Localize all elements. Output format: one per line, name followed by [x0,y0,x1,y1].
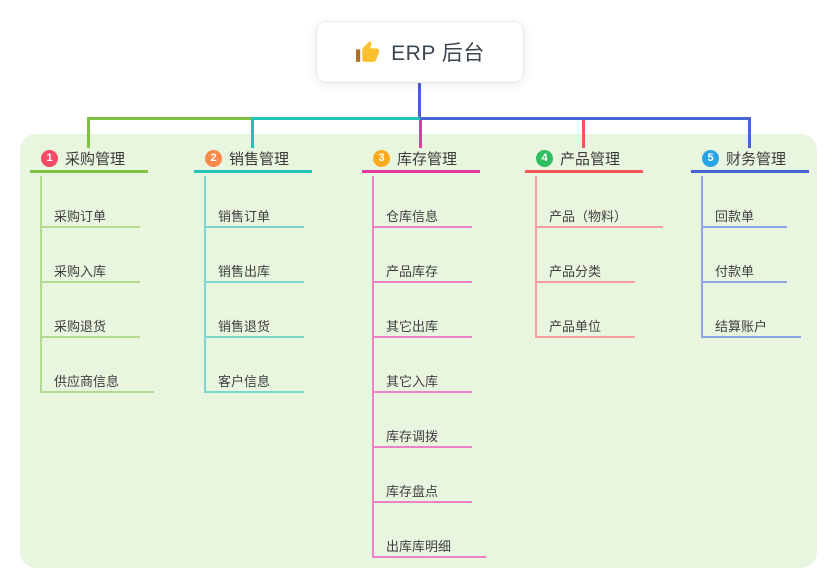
priority-number: 2 [210,152,217,164]
branch-drop-line [419,120,422,148]
branch-item-label: 采购退货 [54,319,107,335]
root-node[interactable]: ERP 后台 [317,22,523,82]
branch-title: 产品管理 [560,151,621,168]
branch-item-label: 供应商信息 [54,374,120,390]
branch-header[interactable]: 5 财务管理 [691,147,809,173]
branch-item[interactable]: 库存盘点 [372,479,472,503]
branch-item[interactable]: 其它出库 [372,314,472,338]
branch-item-label: 采购入库 [54,264,107,280]
branch-item[interactable]: 采购订单 [40,204,140,228]
branch-vertical-line [204,176,206,393]
branch-drop-line [748,117,751,148]
priority-number: 5 [707,152,714,164]
branch-item-label: 销售订单 [218,209,271,225]
branch-drop-line [251,117,254,148]
branch-item-label: 销售退货 [218,319,271,335]
branch-item[interactable]: 客户信息 [204,369,304,393]
mindmap-panel [20,134,817,568]
branch-item-label: 销售出库 [218,264,271,280]
branch-item-label: 产品（物料） [549,209,628,225]
branch-item-label: 仓库信息 [386,209,439,225]
branch-item-label: 产品单位 [549,319,602,335]
branch-item[interactable]: 出库库明细 [372,534,486,558]
branch-item[interactable]: 销售退货 [204,314,304,338]
priority-number-badge: 3 [373,150,390,167]
branch-drop-line [582,120,585,148]
branch-item[interactable]: 产品库存 [372,259,472,283]
branch-header[interactable]: 2 销售管理 [194,147,312,173]
branch-item-label: 出库库明细 [386,539,452,555]
branch-item-label: 产品分类 [549,264,602,280]
branch-item[interactable]: 产品单位 [535,314,635,338]
branch-item-label: 库存盘点 [386,484,439,500]
branch-item[interactable]: 销售出库 [204,259,304,283]
branch-item[interactable]: 产品（物料） [535,204,663,228]
branch-item[interactable]: 产品分类 [535,259,635,283]
branch-item-label: 其它出库 [386,319,439,335]
branch-item-label: 结算账户 [715,319,768,335]
branch-item[interactable]: 供应商信息 [40,369,154,393]
branch-header[interactable]: 4 产品管理 [525,147,643,173]
branch-item[interactable]: 付款单 [701,259,787,283]
priority-number-badge: 1 [41,150,58,167]
branch-title: 财务管理 [726,151,787,168]
thumbs-up-icon [355,40,380,65]
priority-number-badge: 4 [536,150,553,167]
branch-header[interactable]: 3 库存管理 [362,147,480,173]
branch-vertical-line [372,176,374,558]
root-node-label: ERP 后台 [391,42,485,65]
branch-item-label: 付款单 [715,264,755,280]
branch-title: 采购管理 [65,151,126,168]
branch-item[interactable]: 库存调拨 [372,424,472,448]
root-connector-line [418,82,421,120]
horizontal-connector [420,117,751,120]
branch-item[interactable]: 采购退货 [40,314,140,338]
branch-item-label: 产品库存 [386,264,439,280]
branch-item-label: 客户信息 [218,374,271,390]
branch-item-label: 采购订单 [54,209,107,225]
branch-header[interactable]: 1 采购管理 [30,147,148,173]
priority-number: 1 [46,152,53,164]
branch-vertical-line [535,176,537,338]
branch-drop-line [87,117,90,148]
branch-title: 销售管理 [229,151,290,168]
priority-number-badge: 5 [702,150,719,167]
priority-number-badge: 2 [205,150,222,167]
branch-item[interactable]: 销售订单 [204,204,304,228]
branch-item[interactable]: 回款单 [701,204,787,228]
branch-item[interactable]: 采购入库 [40,259,140,283]
horizontal-connector [252,117,420,120]
branch-vertical-line [701,176,703,338]
branch-item[interactable]: 其它入库 [372,369,472,393]
priority-number: 4 [541,152,548,164]
branch-item-label: 回款单 [715,209,755,225]
branch-item[interactable]: 仓库信息 [372,204,472,228]
branch-vertical-line [40,176,42,393]
branch-item[interactable]: 结算账户 [701,314,801,338]
branch-item-label: 库存调拨 [386,429,439,445]
branch-title: 库存管理 [397,151,458,168]
branch-item-label: 其它入库 [386,374,439,390]
horizontal-connector [88,117,252,120]
priority-number: 3 [378,152,385,164]
